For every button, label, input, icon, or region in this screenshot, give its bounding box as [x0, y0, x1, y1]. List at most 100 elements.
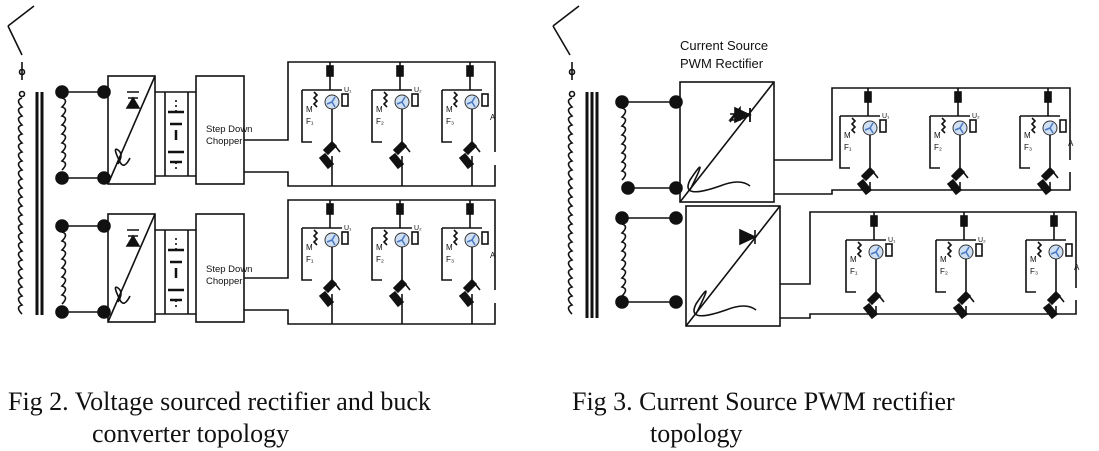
switch-icon — [392, 140, 411, 156]
fig3-caption-line2: topology — [650, 419, 743, 448]
resistor-icon — [382, 229, 389, 246]
motor-label-f: F₃ — [446, 117, 454, 126]
motor-label-f: F₁ — [844, 143, 852, 152]
sensor-label-u: U₂ — [414, 225, 422, 232]
motor-label-f: F₁ — [850, 267, 858, 276]
motor-label-m: M — [446, 243, 453, 252]
ammeter-label: A — [1074, 263, 1080, 272]
switch-icon — [1040, 166, 1059, 182]
switch-icon — [462, 140, 481, 156]
fuse-icon — [466, 203, 474, 215]
sensor-icon — [481, 93, 489, 107]
diode-icon — [952, 302, 969, 320]
dc-link-top — [155, 91, 196, 177]
fig2-caption-line1: Fig 2. Voltage sourced rectifier and buc… — [8, 387, 431, 416]
transformer-secondary-bottom — [60, 231, 67, 305]
terminal-dot — [97, 85, 111, 99]
resistor-icon — [382, 91, 389, 108]
switch-node — [18, 68, 26, 76]
resistor-icon — [452, 91, 459, 108]
transformer-secondary-top — [620, 107, 627, 181]
motor-loop — [371, 89, 412, 143]
motor-label-m: M — [446, 105, 453, 114]
sensor-label-u: U₂ — [978, 237, 986, 244]
switch-icon — [950, 166, 969, 182]
resistor-icon — [452, 229, 459, 246]
wiring-bottom — [62, 225, 108, 313]
sensor-icon — [481, 231, 489, 245]
chopper-block-bottom — [195, 213, 245, 323]
fuse-icon — [466, 65, 474, 77]
sensor-icon — [1059, 119, 1067, 133]
chopper-label-bottom-line1: Step Down — [206, 264, 252, 275]
dc-link-bottom — [155, 229, 196, 315]
fuse-icon — [870, 215, 878, 227]
motor-loop — [301, 89, 342, 143]
transformer-secondary-top — [60, 97, 67, 171]
fuse-icon — [326, 203, 334, 215]
sensor-label-u: U₁ — [882, 113, 890, 120]
resistor-icon — [940, 117, 947, 134]
switch-icon — [866, 290, 885, 306]
switch-icon — [860, 166, 879, 182]
terminal-dot — [669, 295, 683, 309]
motor-loop — [441, 227, 482, 281]
motor-loop — [929, 115, 970, 169]
switch-node — [568, 90, 576, 98]
diode-icon — [856, 178, 873, 196]
sensor-label-u: U₁ — [344, 87, 352, 94]
transformer-primary — [567, 97, 574, 315]
motor-label-m: M — [376, 105, 383, 114]
motor-loop — [1019, 115, 1060, 169]
terminal-dot — [55, 219, 69, 233]
terminal-dot — [55, 305, 69, 319]
fuse-icon — [396, 65, 404, 77]
fuse-icon — [326, 65, 334, 77]
diode-icon — [862, 302, 879, 320]
ammeter-label: A — [490, 113, 496, 122]
motor-label-f: F₃ — [1024, 143, 1032, 152]
sensor-label-u: U₂ — [414, 87, 422, 94]
chopper-output-top — [244, 61, 496, 187]
rectifier-block-top — [107, 75, 156, 185]
motor-label-f: F₂ — [376, 117, 384, 126]
switch-icon — [1046, 290, 1065, 306]
fig3-title-line1: Current Source — [680, 38, 768, 53]
fuse-icon — [1044, 91, 1052, 103]
chopper-label-top-line1: Step Down — [206, 124, 252, 135]
fig2-voltage-source-diagram — [7, 5, 496, 325]
sensor-icon — [411, 231, 419, 245]
sensor-icon — [1065, 243, 1073, 257]
transformer-secondary-bottom — [620, 223, 627, 297]
diode-icon — [1036, 178, 1053, 196]
switch-icon — [956, 290, 975, 306]
terminal-dot — [669, 211, 683, 225]
motor-label-m: M — [1030, 255, 1037, 264]
switch-icon — [322, 140, 341, 156]
chopper-output-bottom — [244, 199, 496, 325]
resistor-icon — [312, 91, 319, 108]
sensor-icon — [969, 119, 977, 133]
motor-label-m: M — [940, 255, 947, 264]
resistor-icon — [856, 241, 863, 258]
terminal-dot — [669, 181, 683, 195]
switch-node — [568, 68, 576, 76]
switch-icon — [322, 278, 341, 294]
ammeter-label: A — [490, 251, 496, 260]
motor-label-m: M — [844, 131, 851, 140]
sensor-label-u: U₁ — [344, 225, 352, 232]
terminal-dot — [669, 95, 683, 109]
mains-lead — [552, 5, 580, 80]
terminal-dot — [55, 171, 69, 185]
fig2-caption-line2: converter topology — [92, 419, 290, 448]
pwm-rectifier-block-top — [679, 81, 775, 203]
rectifier-block-bottom — [107, 213, 156, 323]
switch-icon — [392, 278, 411, 294]
motor-loop — [371, 227, 412, 281]
terminal-dot — [615, 295, 629, 309]
fig3-title-line2: PWM Rectifier — [680, 56, 764, 71]
motor-loop — [1025, 239, 1066, 293]
sensor-icon — [879, 119, 887, 133]
motor-label-m: M — [376, 243, 383, 252]
